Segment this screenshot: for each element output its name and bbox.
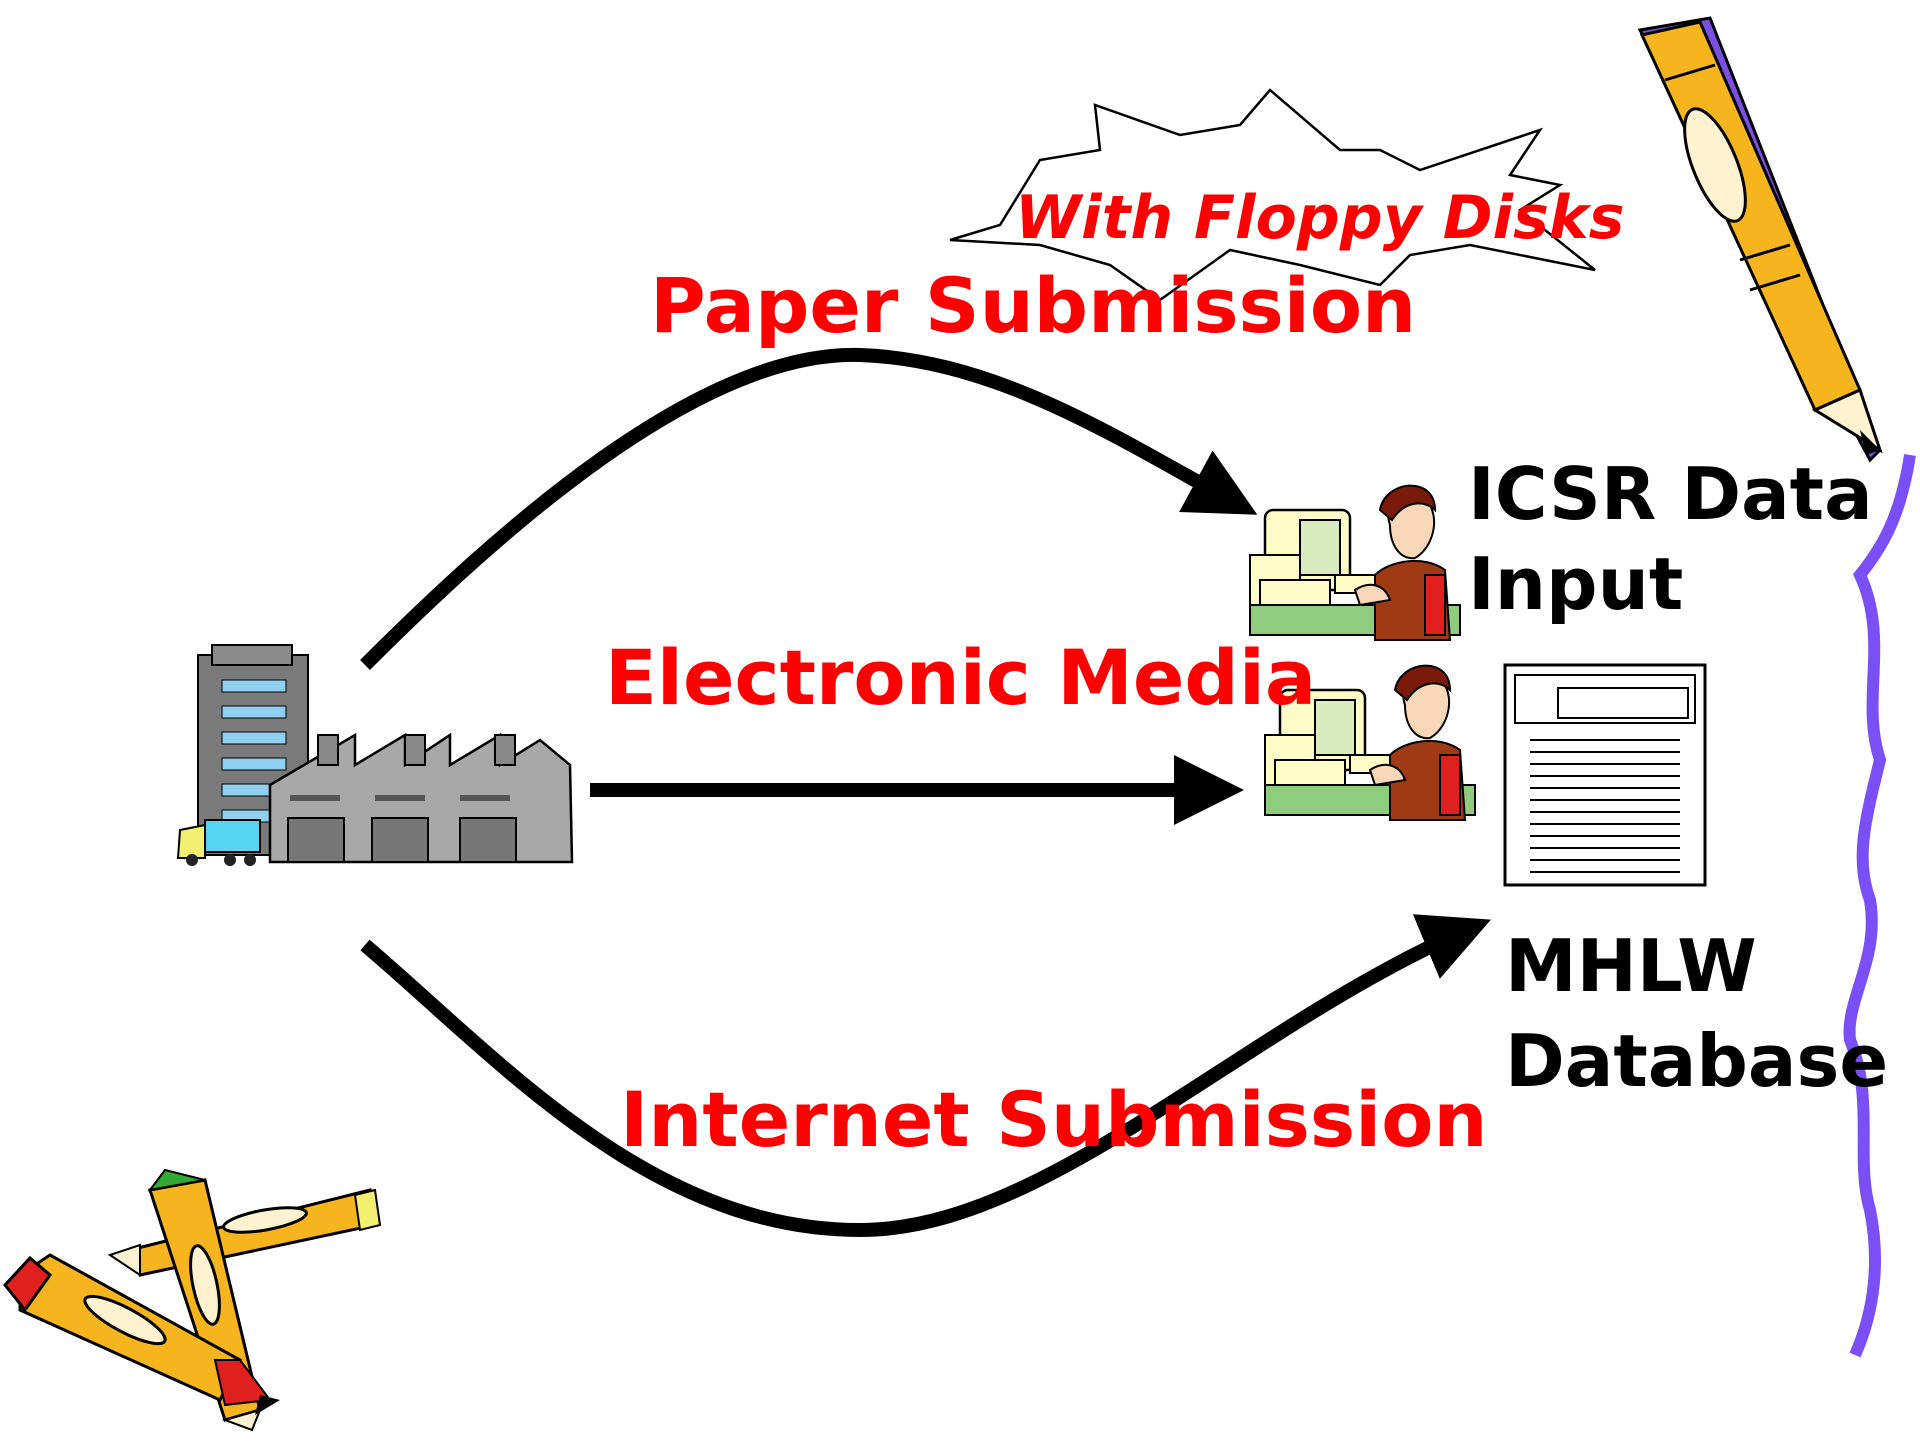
- internet-arrow: [360, 914, 1491, 1238]
- paper-submission-label: Paper Submission: [650, 261, 1417, 350]
- internet-submission-label: Internet Submission: [620, 1075, 1488, 1164]
- factory-icon: [176, 644, 574, 866]
- database-server-icon: [1503, 663, 1707, 887]
- torn-paper-edge: [1843, 454, 1916, 1358]
- starburst-callout: [949, 88, 1596, 302]
- data-entry-operator-icon: [1264, 664, 1476, 821]
- paper-arrow: [360, 347, 1258, 670]
- icsr-label-line1: ICSR Data: [1468, 452, 1873, 536]
- pencil-icon: [1637, 16, 1883, 463]
- data-entry-operator-icon: [1249, 484, 1461, 641]
- floppy-disks-callout-label: With Floppy Disks: [1015, 183, 1625, 253]
- icsr-label-line2: Input: [1468, 542, 1684, 626]
- database-label-line2: Database: [1505, 1019, 1889, 1103]
- crossed-pencils-icon: [3, 1168, 382, 1432]
- electronic-media-label: Electronic Media: [605, 633, 1317, 722]
- database-label-line1: MHLW: [1505, 924, 1757, 1008]
